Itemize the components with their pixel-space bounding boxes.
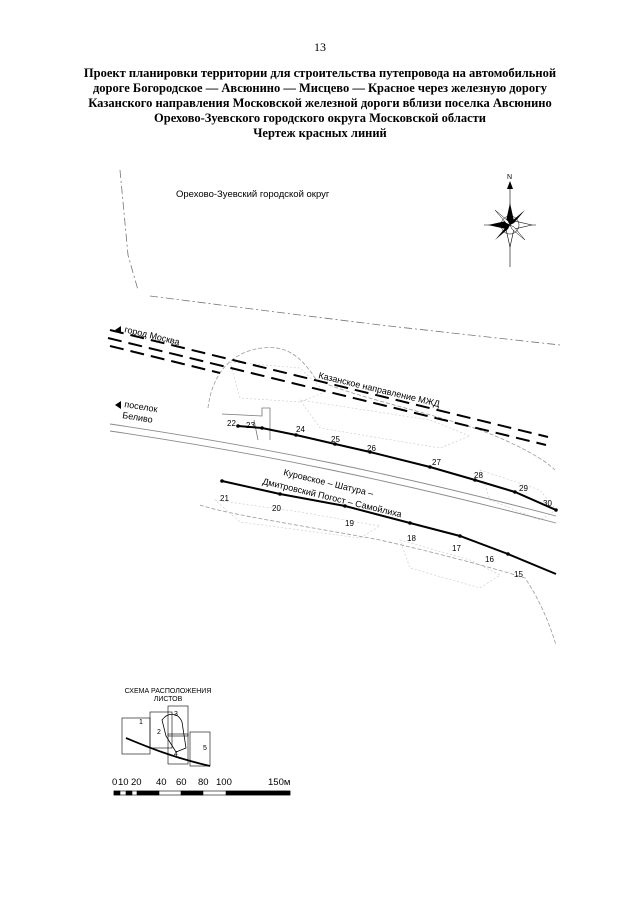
- point-number: 24: [296, 425, 305, 434]
- scale-bar: 0 10 20 40 60 80 100 150м: [112, 777, 290, 796]
- red-lines: [221, 425, 557, 575]
- sheet-frame: [189, 731, 211, 767]
- sheet-number: 4: [174, 751, 178, 758]
- scheme-road: [125, 737, 211, 767]
- title-line: дороге Богородское — Авсюнино — Мисцево …: [92, 81, 548, 95]
- point-number: 20: [272, 504, 281, 513]
- title-line: Казанского направления Московской железн…: [88, 96, 552, 110]
- sheet-frame: [167, 733, 189, 765]
- sheet-frame: [167, 705, 189, 737]
- sheet-number: 2: [157, 729, 161, 736]
- district-label: Орехово-Зуевский городской округ: [176, 189, 330, 200]
- red-line-vertices: [220, 424, 558, 556]
- point-number: 22: [227, 419, 236, 428]
- title-line: Проект планировки территории для строите…: [83, 66, 557, 80]
- point-number: 27: [432, 458, 441, 467]
- point-number: 19: [345, 519, 354, 528]
- point-number: 23: [246, 421, 255, 430]
- moscow-direction: город Москва: [115, 324, 181, 347]
- sheet-frame: [149, 711, 173, 749]
- sheet-layout-scheme: СХЕМА РАСПОЛОЖЕНИЯ ЛИСТОВ 1 2 3 4 5: [121, 688, 212, 767]
- scale-label: 10: [118, 777, 129, 788]
- point-number: 18: [407, 534, 416, 543]
- title-line: Орехово-Зуевского городского округа Моск…: [154, 111, 486, 125]
- sheet-number: 1: [139, 719, 143, 726]
- scale-label: 100: [216, 777, 232, 788]
- arrow-left-icon: [115, 326, 121, 334]
- railway-label: Казанское направление МЖД: [318, 370, 441, 409]
- compass-rose-icon: N: [484, 174, 536, 267]
- lower-red-line: [221, 480, 557, 575]
- scale-label: 40: [156, 777, 167, 788]
- direction-settlement-label: Беливо: [122, 410, 154, 425]
- sheet-number: 3: [174, 711, 178, 718]
- point-number: 28: [474, 471, 483, 480]
- scheme-title: ЛИСТОВ: [154, 696, 183, 703]
- point-number: 30: [543, 499, 552, 508]
- existing-features: [214, 361, 557, 589]
- sheet-number: 5: [203, 745, 207, 752]
- scheme-territory: [161, 713, 187, 753]
- point-number: 16: [485, 555, 494, 564]
- sheet-frame: [121, 717, 151, 755]
- arrow-left-icon: [115, 401, 121, 409]
- point-number: 26: [367, 444, 376, 453]
- scale-label: 150м: [268, 777, 290, 788]
- compass-north-label: N: [507, 174, 512, 181]
- scale-label: 20: [131, 777, 142, 788]
- point-number: 17: [452, 544, 461, 553]
- point-number: 29: [519, 484, 528, 493]
- district-boundary: [119, 169, 561, 346]
- scheme-title: СХЕМА РАСПОЛОЖЕНИЯ: [125, 688, 212, 695]
- existing-road: [109, 423, 557, 524]
- scale-label: 0: [112, 777, 117, 788]
- scale-label: 80: [198, 777, 209, 788]
- page-number: 13: [314, 40, 326, 54]
- railway-track: [107, 329, 549, 446]
- point-number: 25: [331, 435, 340, 444]
- settlement-direction: поселок Беливо: [115, 399, 158, 425]
- scale-label: 60: [176, 777, 187, 788]
- title-line: Чертеж красных линий: [253, 126, 387, 140]
- point-number: 21: [220, 494, 229, 503]
- point-number: 15: [514, 570, 523, 579]
- document-title: Проект планировки территории для строите…: [60, 66, 580, 141]
- point-numbers: 22 23 24 25 26 27 28 29 30 21 20 19 18 1…: [220, 419, 552, 579]
- entrance-outline: [221, 407, 271, 441]
